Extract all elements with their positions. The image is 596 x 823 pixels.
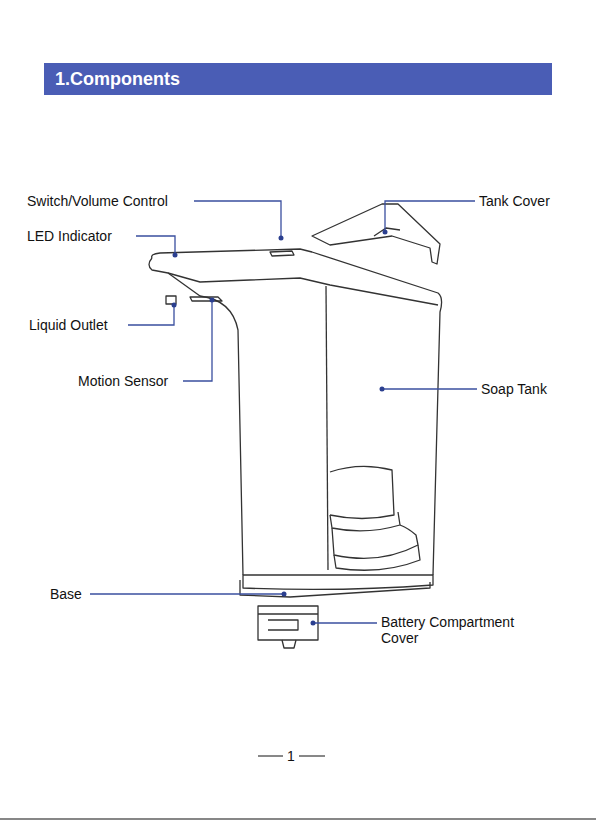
section-title: 1.Components bbox=[55, 69, 180, 89]
page-number: 1 bbox=[286, 748, 296, 764]
footer-rule bbox=[0, 818, 596, 819]
leader-lines bbox=[90, 201, 477, 623]
part-label: Battery Compartment Cover bbox=[380, 614, 547, 646]
dispenser-body bbox=[149, 204, 442, 648]
part-label: Liquid Outlet bbox=[28, 317, 109, 333]
part-label: Base bbox=[49, 586, 83, 602]
leader-dots bbox=[172, 230, 388, 626]
part-label: Tank Cover bbox=[478, 193, 551, 209]
title-band: 1.Components bbox=[44, 63, 552, 95]
part-label: Soap Tank bbox=[480, 381, 548, 397]
part-label: Motion Sensor bbox=[77, 373, 169, 389]
part-label: Switch/Volume Control bbox=[26, 193, 169, 209]
part-label: LED Indicator bbox=[26, 228, 113, 244]
